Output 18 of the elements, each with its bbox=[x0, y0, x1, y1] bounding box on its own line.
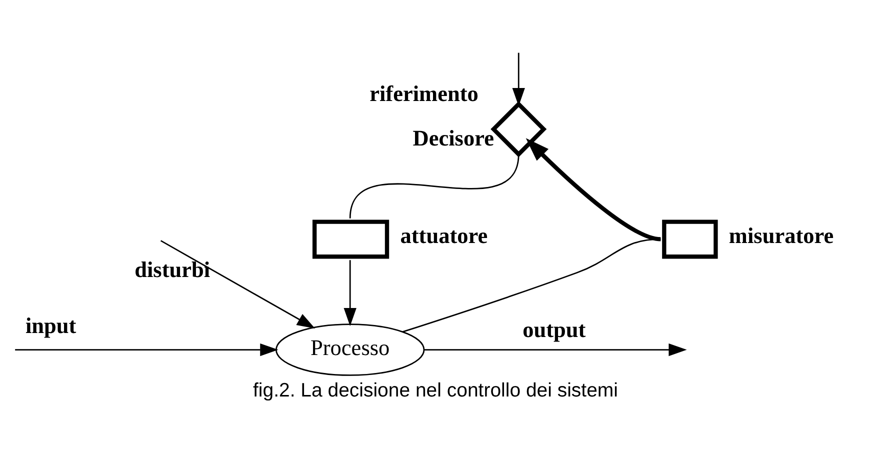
arrow bbox=[15, 342, 278, 356]
arrow bbox=[424, 342, 687, 356]
node-label: Decisore bbox=[412, 125, 494, 150]
caption: fig.2. La decisione nel controllo dei sistemi bbox=[253, 379, 618, 402]
arrow bbox=[344, 260, 356, 326]
arrow bbox=[160, 240, 316, 328]
connector bbox=[349, 154, 520, 218]
connector bbox=[402, 238, 661, 332]
edge-label: riferimento bbox=[370, 80, 478, 106]
node-label: misuratore bbox=[728, 222, 834, 248]
arrow bbox=[526, 138, 661, 241]
node-box bbox=[662, 219, 718, 258]
edge-label: output bbox=[522, 316, 586, 342]
edge-label: input bbox=[25, 312, 76, 338]
node-ellipse: Processo bbox=[275, 323, 425, 376]
node-label: attuatore bbox=[400, 222, 488, 248]
node-box bbox=[312, 219, 390, 258]
edge-label: disturbi bbox=[134, 256, 210, 282]
